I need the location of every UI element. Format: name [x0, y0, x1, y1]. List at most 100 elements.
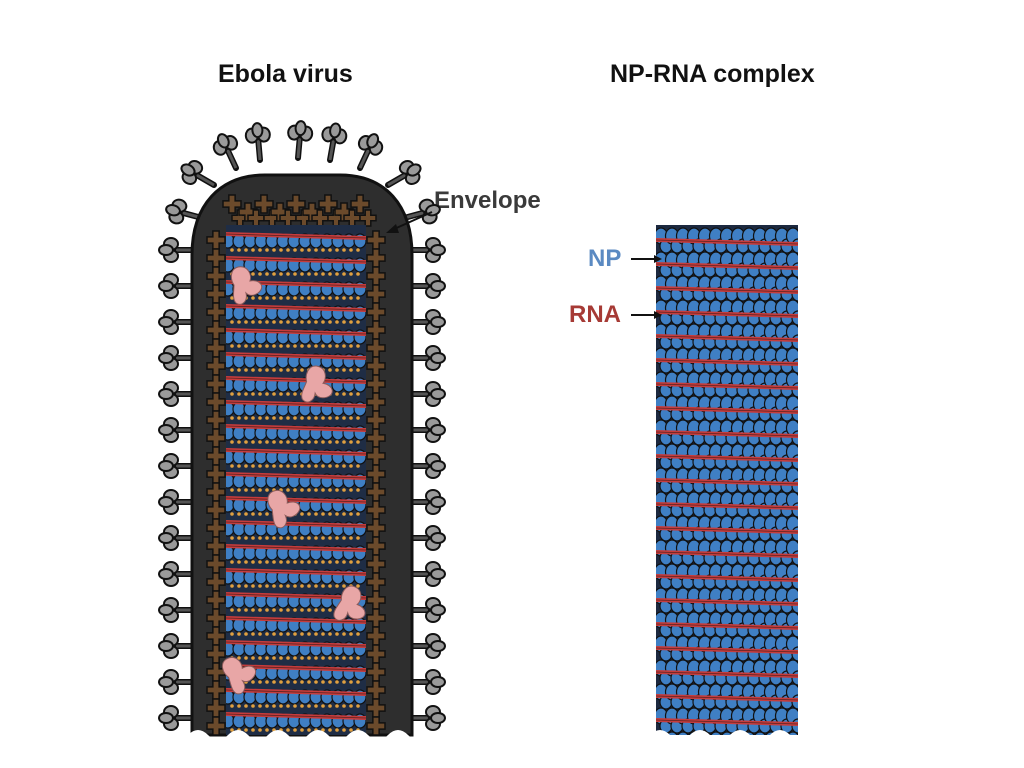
vp-dot — [328, 272, 332, 276]
vp-dot — [258, 656, 262, 660]
vp-dot — [356, 536, 360, 540]
vp-dot — [258, 464, 262, 468]
rna-strand-edge — [226, 497, 366, 503]
nucleoprotein — [721, 731, 733, 735]
vp-dot — [321, 560, 325, 564]
spike-lobe — [329, 122, 342, 139]
envelope-label: Envelope — [434, 187, 541, 214]
vp-dot — [349, 728, 353, 732]
vp-dot — [286, 344, 290, 348]
vp-dot — [335, 248, 339, 252]
spike — [287, 120, 314, 161]
vp-dot — [279, 704, 283, 708]
nucleoprotein — [791, 526, 798, 542]
spike — [405, 597, 446, 623]
complex-nucleoprotein-subunits — [656, 227, 798, 735]
vp-dot — [342, 632, 346, 636]
vp-dot — [244, 560, 248, 564]
spike — [158, 561, 199, 587]
vp-dot — [356, 368, 360, 372]
vp-dot — [328, 608, 332, 612]
vp-dot — [244, 584, 248, 588]
vp-dot — [307, 440, 311, 444]
vp-dot — [307, 704, 311, 708]
vp-dot — [272, 440, 276, 444]
vp-dot — [230, 512, 234, 516]
matrix-protein-shape — [318, 194, 338, 214]
nucleoprotein — [791, 598, 798, 614]
vp-dot — [342, 656, 346, 660]
vp-dot — [237, 512, 241, 516]
rna-strand-edge — [656, 239, 798, 245]
spike-stalk-core — [226, 149, 238, 169]
vp-dot — [328, 416, 332, 420]
vp-dot — [328, 680, 332, 684]
vp-dot — [328, 320, 332, 324]
spike-lobe — [158, 316, 174, 328]
matrix-protein — [318, 194, 338, 214]
vp-dot — [230, 464, 234, 468]
vp-dot — [349, 344, 353, 348]
vp-dot — [258, 368, 262, 372]
vp-dot — [244, 632, 248, 636]
vp-dot — [342, 488, 346, 492]
vp-dot — [279, 656, 283, 660]
vp-dot — [300, 608, 304, 612]
vp-dot — [335, 536, 339, 540]
nucleoprotein — [791, 550, 798, 566]
vp-dot — [237, 392, 241, 396]
spike-lobe — [158, 280, 174, 292]
nucleoprotein — [791, 574, 798, 590]
vp-dot — [328, 512, 332, 516]
rna-strand-edge — [656, 431, 798, 437]
spike-stalk-core — [328, 140, 335, 161]
vp-dot — [335, 464, 339, 468]
vp-dot — [349, 368, 353, 372]
vp-dot — [307, 320, 311, 324]
vp-dot — [328, 656, 332, 660]
matrix-protein — [350, 194, 370, 214]
spike-lobe — [430, 460, 446, 472]
vp-dot — [342, 728, 346, 732]
nucleoprotein — [791, 286, 798, 302]
vp-dot — [293, 368, 297, 372]
vp-dot — [307, 608, 311, 612]
spike-lobe — [430, 424, 446, 436]
vp-dot — [342, 464, 346, 468]
vp-dot — [258, 392, 262, 396]
complex-rna-strands — [656, 238, 798, 726]
vp-dot — [314, 488, 318, 492]
rna-strand-edge — [226, 401, 366, 407]
spike — [405, 453, 446, 479]
vp-dot — [272, 392, 276, 396]
vp-dot — [300, 368, 304, 372]
vp-dot — [356, 464, 360, 468]
vp-dot — [258, 512, 262, 516]
vp-dot — [335, 368, 339, 372]
spike — [321, 122, 348, 163]
vp-dot — [300, 512, 304, 516]
rna-strand-edge — [656, 383, 798, 389]
vp-dot — [293, 248, 297, 252]
vp-dot — [293, 440, 297, 444]
vp-dot — [237, 440, 241, 444]
envelope-arrow — [386, 211, 433, 233]
spike-stalk-core — [296, 137, 302, 159]
vp-dot — [293, 344, 297, 348]
rna-strand-edge — [226, 569, 366, 575]
vp-dot — [349, 536, 353, 540]
vp-dot — [258, 728, 262, 732]
spike-stalk-core — [256, 139, 262, 161]
vp-dot — [272, 584, 276, 588]
vp-dot — [314, 632, 318, 636]
vp-dot — [279, 392, 283, 396]
vp-dot — [349, 248, 353, 252]
vp-dot — [293, 488, 297, 492]
pink-protein-shape — [333, 585, 366, 621]
vp-dot — [258, 272, 262, 276]
nucleoprotein — [791, 718, 798, 734]
rna-strand-edge — [656, 695, 798, 701]
vp-dot — [342, 536, 346, 540]
spike — [405, 669, 446, 695]
nucleoprotein — [791, 358, 798, 374]
